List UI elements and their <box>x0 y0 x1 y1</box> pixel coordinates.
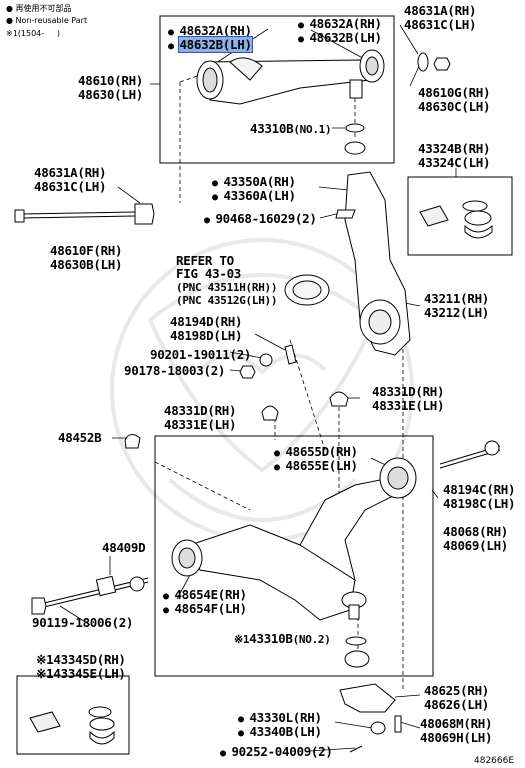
label-48625[interactable]: 48625(RH) <box>424 683 490 698</box>
upper-ball-joint-kit-box <box>407 176 513 256</box>
upper-ball-joint-kit <box>419 200 493 239</box>
label-48068M[interactable]: 48068M(RH) <box>420 716 493 731</box>
label-48194C[interactable]: 48194C(RH) <box>443 482 516 497</box>
label-48069[interactable]: 48069(LH) <box>443 538 509 553</box>
label-48655D[interactable]: 48655D(RH) <box>274 445 358 461</box>
label-48331E-right[interactable]: 48331E(LH) <box>372 398 445 413</box>
label-48069H[interactable]: 48069H(LH) <box>420 730 493 745</box>
label-48198C[interactable]: 48198C(LH) <box>443 496 516 511</box>
refer-line-3: (PNC 43511H(RH)) <box>176 281 278 294</box>
label-48631C-top[interactable]: 48631C(LH) <box>404 17 477 32</box>
label-43310B-no2[interactable]: ※143310B(NO.2) <box>234 631 331 647</box>
highlighted-part-number[interactable]: 48632B(LH) <box>178 36 253 53</box>
label-48331D-left[interactable]: 48331D(RH) <box>164 403 237 418</box>
label-48654E[interactable]: 48654E(RH) <box>163 588 247 604</box>
label-43345D[interactable]: ※143345D(RH) <box>36 652 126 667</box>
label-48610[interactable]: 48610(RH) <box>78 73 144 88</box>
label-48331E-left[interactable]: 48331E(LH) <box>164 417 237 432</box>
label-48654F[interactable]: 48654F(LH) <box>163 602 247 618</box>
lower-arm-group-box <box>154 435 434 677</box>
label-48630[interactable]: 48630(LH) <box>78 87 144 102</box>
label-48632B-lh-2[interactable]: 48632B(LH) <box>298 31 382 47</box>
label-48409D[interactable]: 48409D <box>102 540 146 555</box>
legend-line-japanese: ● 再使用不可部品 <box>6 4 72 13</box>
refer-line-4: (PNC 43512G(LH)) <box>176 294 278 307</box>
label-48452B[interactable]: 48452B <box>58 430 102 445</box>
steering-knuckle <box>284 141 411 356</box>
bolt-48409D <box>31 575 149 615</box>
label-90468-16029[interactable]: 90468-16029(2) <box>204 212 316 228</box>
label-43340B[interactable]: 43340B(LH) <box>238 725 322 741</box>
figure-id: 482666E <box>474 756 515 766</box>
label-48630B[interactable]: 48630B(LH) <box>50 257 123 272</box>
lower-ball-joint <box>339 683 402 753</box>
label-43310B-no1[interactable]: 43310B(NO.1) <box>250 121 332 137</box>
label-43350A[interactable]: 43350A(RH) <box>212 175 296 191</box>
lower-ball-joint-kit-box <box>16 675 130 755</box>
label-48198D[interactable]: 48198D(LH) <box>170 328 243 343</box>
label-43345E[interactable]: ※143345E(LH) <box>36 666 126 681</box>
label-48626[interactable]: 48626(LH) <box>424 697 490 712</box>
label-48331D-right[interactable]: 48331D(RH) <box>372 384 445 399</box>
adjusting-bolt-lower <box>439 440 501 469</box>
label-48632A-rh[interactable]: 48632A(RH) <box>168 24 252 40</box>
label-43324B[interactable]: 43324B(RH) <box>418 141 491 156</box>
label-48610G[interactable]: 48610G(RH) <box>418 85 491 100</box>
lower-ball-joint-kit <box>29 706 115 745</box>
label-48631A[interactable]: 48631A(RH) <box>34 165 107 180</box>
refer-line-1: REFER TO <box>176 253 234 268</box>
upper-arm-group-box <box>159 15 395 164</box>
label-90119-18006[interactable]: 90119-18006(2) <box>32 615 134 630</box>
label-43360A[interactable]: 43360A(LH) <box>212 189 296 205</box>
label-48632A-rh-2[interactable]: 48632A(RH) <box>298 17 382 33</box>
label-43324C[interactable]: 43324C(LH) <box>418 155 491 170</box>
label-90178-18003[interactable]: 90178-18003(2) <box>124 363 226 378</box>
label-90201-19011[interactable]: 90201-19011(2) <box>150 347 252 362</box>
refer-line-2[interactable]: FIG 43-03 <box>176 266 242 281</box>
label-43212[interactable]: 43212(LH) <box>424 305 490 320</box>
label-43330L[interactable]: 43330L(RH) <box>238 711 322 727</box>
label-48630C[interactable]: 48630C(LH) <box>418 99 491 114</box>
legend-line-non-reusable: ● Non-reusable Part <box>6 16 88 25</box>
label-90252-04009[interactable]: 90252-04009(2) <box>220 745 332 761</box>
upper-control-arm <box>196 49 451 133</box>
label-48631C[interactable]: 48631C(LH) <box>34 179 107 194</box>
label-48610F[interactable]: 48610F(RH) <box>50 243 123 258</box>
legend-line-note: ※1(1504- ) <box>6 29 60 38</box>
label-48194D[interactable]: 48194D(RH) <box>170 314 243 329</box>
lower-control-arm <box>171 457 417 668</box>
small-hardware <box>124 344 349 449</box>
camber-bolt <box>14 203 155 225</box>
label-48632B-lh[interactable]: 48632B(LH) <box>168 36 253 54</box>
label-48655E[interactable]: 48655E(LH) <box>274 459 358 475</box>
label-43211[interactable]: 43211(RH) <box>424 291 490 306</box>
label-48068[interactable]: 48068(RH) <box>443 524 509 539</box>
label-48631A-top[interactable]: 48631A(RH) <box>404 3 477 18</box>
